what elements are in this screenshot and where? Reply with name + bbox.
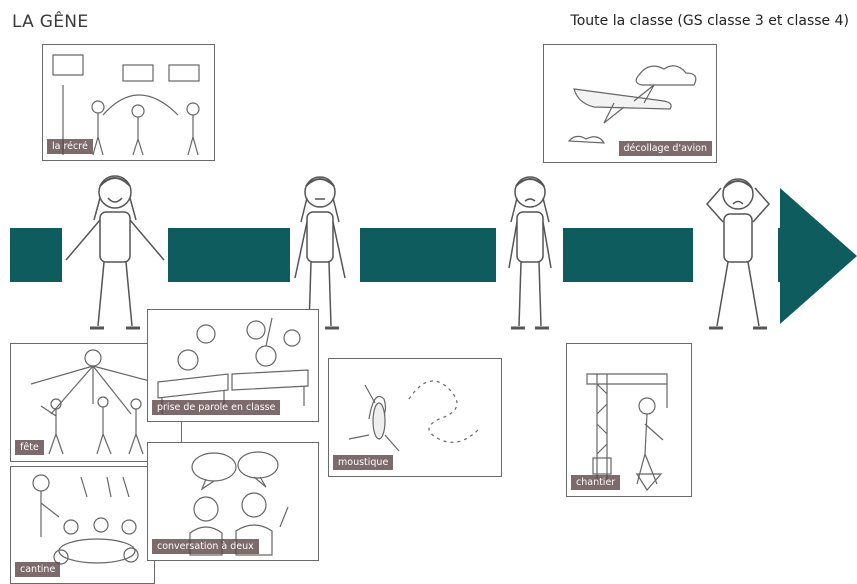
card-conversation: conversation à deux xyxy=(147,442,319,561)
page-subtitle: Toute la classe (GS classe 3 et classe 4… xyxy=(570,13,849,29)
card-parole: prise de parole en classe xyxy=(147,309,319,422)
arrow-segment-4 xyxy=(563,228,693,282)
card-label-moustique: moustique xyxy=(333,455,394,470)
child-figure-distressed xyxy=(693,168,783,340)
card-recre: la récré xyxy=(42,44,215,161)
child-figure-worried xyxy=(495,168,565,340)
card-label-conversation: conversation à deux xyxy=(152,539,259,554)
page-title: LA GÊNE xyxy=(12,12,89,32)
arrow-segment-2 xyxy=(168,228,290,282)
card-label-fete: fête xyxy=(15,440,44,455)
card-avion: décollage d'avion xyxy=(543,44,717,163)
card-moustique: moustique xyxy=(328,358,502,477)
card-label-avion: décollage d'avion xyxy=(618,141,712,156)
card-label-cantine: cantine xyxy=(15,562,61,577)
child-figure-happy xyxy=(60,168,170,340)
card-label-parole: prise de parole en classe xyxy=(152,400,281,415)
arrow-head xyxy=(780,188,857,324)
card-cantine: cantine xyxy=(10,466,155,584)
arrow-segment-3 xyxy=(360,228,496,282)
card-label-recre: la récré xyxy=(47,139,93,154)
card-chantier: chantier xyxy=(566,343,692,497)
arrow-segment-1 xyxy=(10,228,62,282)
card-label-chantier: chantier xyxy=(571,475,621,490)
